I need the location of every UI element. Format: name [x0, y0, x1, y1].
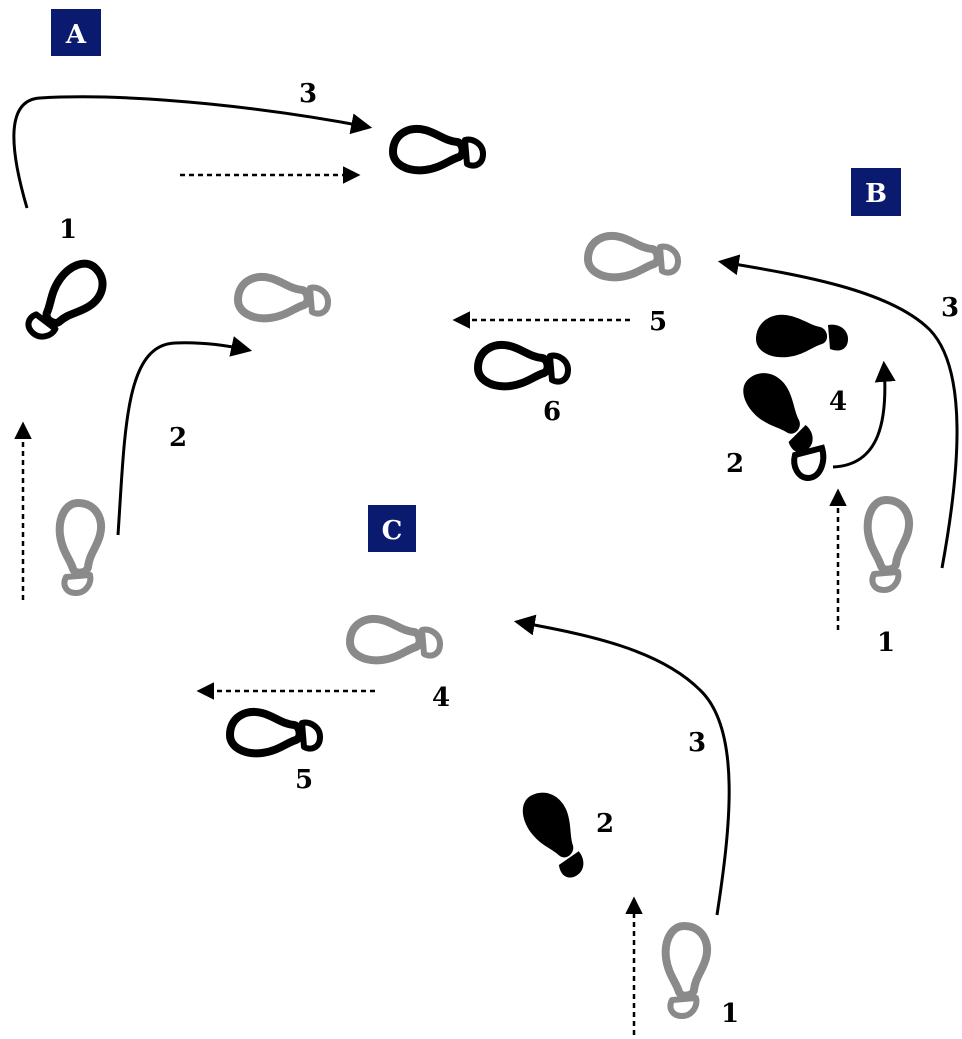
diagram-a-foot-3 — [393, 129, 483, 170]
diagram-b-step-4-label: 4 — [829, 387, 847, 417]
diagram-a-label-box — [51, 9, 101, 56]
diagram-b-heel-mark — [791, 444, 827, 482]
diagram-b-foot-6 — [478, 345, 568, 386]
diagram-b-step-6-label: 6 — [543, 397, 561, 427]
diagram-c-foot-5 — [230, 712, 320, 753]
diagram-a-step-1-label: 1 — [59, 215, 77, 245]
diagram-c-step-5-label: 5 — [295, 765, 313, 795]
diagram-b-label-box — [851, 168, 901, 216]
diagram-a-foot-2-dest — [238, 277, 328, 318]
diagram-c-step-3-label: 3 — [688, 728, 706, 758]
diagram-a-step-2-label: 2 — [169, 423, 187, 453]
diagram-c-label: C — [382, 516, 403, 546]
diagram-c: C 1 2 3 4 5 — [196, 505, 739, 1035]
diagram-c-arrow-step-3 — [513, 614, 731, 916]
diagram-b-foot-5 — [588, 236, 678, 277]
diagram-b: B 1 2 4 5 6 3 — [452, 168, 959, 658]
diagram-b-foot-1 — [868, 500, 909, 590]
diagram-c-foot-1 — [666, 926, 707, 1016]
diagram-c-step-4-label: 4 — [432, 683, 450, 713]
diagram-b-arrow-step-3 — [717, 254, 959, 569]
diagram-c-foot-4 — [350, 619, 440, 660]
diagram-a-label: A — [65, 20, 87, 50]
diagram-a-foot-2 — [60, 503, 101, 593]
diagram-b-label: B — [865, 179, 887, 209]
diagram-b-step-5-label: 5 — [649, 307, 667, 337]
diagram-b-step-2-label: 2 — [726, 449, 744, 479]
diagram-a-arrow-step-3 — [12, 95, 373, 209]
diagram-a-foot-1 — [21, 255, 112, 350]
diagram-a-arrow-step-2 — [116, 336, 253, 536]
diagram-c-step-2-label: 2 — [596, 809, 614, 839]
diagram-b-foot-4 — [756, 314, 848, 358]
diagram-c-step-1-label: 1 — [721, 999, 739, 1029]
diagram-a: A 1 2 3 — [12, 9, 483, 600]
diagram-b-foot-2 — [734, 363, 827, 462]
diagram-c-label-box — [368, 505, 416, 552]
diagram-b-step-3-label: 3 — [941, 293, 959, 323]
diagram-b-step-1-label: 1 — [877, 628, 895, 658]
diagram-c-foot-2 — [514, 783, 598, 885]
diagram-a-step-3-label: 3 — [299, 79, 317, 109]
diagram-b-arrow-step-4 — [832, 360, 896, 469]
